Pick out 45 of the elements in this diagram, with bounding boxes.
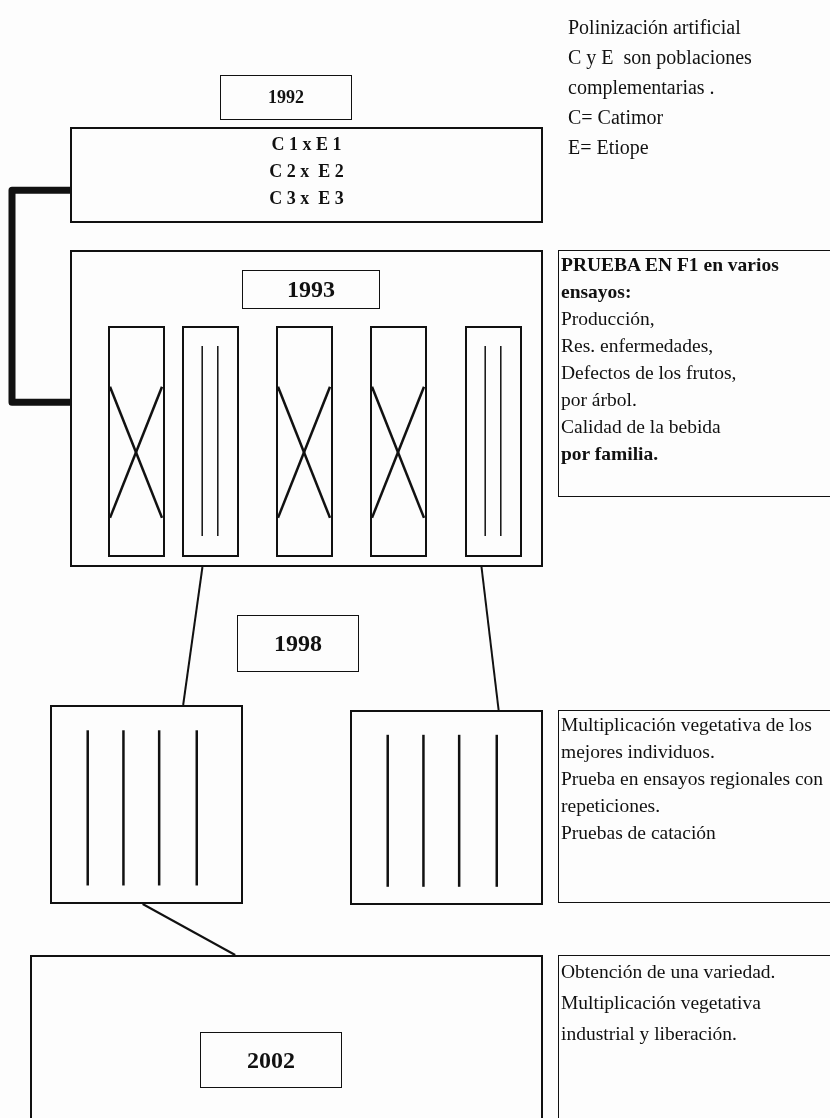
note-text: C= Catimor [568, 105, 665, 130]
connector-line [141, 903, 237, 956]
cross-text: C 3 x E 3 [269, 187, 344, 210]
plot-box [350, 710, 543, 905]
year-box [220, 75, 352, 120]
note-text: Multiplicación vegetativa industrial y liberación. [561, 991, 762, 1046]
note-text: Multiplicación vegetativa de los mejores individuos. [561, 713, 813, 764]
stage-box [70, 250, 543, 567]
plot-box [108, 326, 165, 557]
note-text: Calidad de la bebida [561, 415, 722, 439]
plot-box [182, 326, 239, 557]
note-text: por árbol. [561, 388, 638, 412]
note-text: Defectos de los frutos, [561, 361, 738, 385]
year-box [200, 1032, 342, 1088]
note-text: Res. enfermedades, [561, 334, 715, 358]
year-box [242, 270, 380, 309]
note-text: C y E son poblaciones [568, 45, 752, 71]
note-text: Pruebas de catación [561, 821, 717, 845]
connector-line [480, 566, 500, 711]
cross-text: C 1 x E 1 [271, 133, 342, 156]
connector-line [182, 566, 204, 706]
stage-box [30, 955, 543, 1118]
note-box [558, 250, 830, 497]
plot-box [370, 326, 427, 557]
cross-text: C 2 x E 2 [269, 160, 344, 183]
note-box [558, 955, 830, 1118]
year-label: 1993 [287, 276, 335, 303]
plot-box [276, 326, 333, 557]
year-label: 1992 [268, 87, 304, 108]
plot-box [50, 705, 243, 904]
note-text: por familia. [561, 442, 660, 466]
note-text: Producción, [561, 307, 656, 331]
plot-box [465, 326, 522, 557]
note-box [558, 710, 830, 903]
note-text: PRUEBA EN F1 en varios ensayos: [561, 253, 780, 304]
year-label: 2002 [247, 1046, 295, 1074]
note-text: E= Etiope [568, 135, 650, 161]
connector-line [8, 186, 70, 406]
year-label: 1998 [274, 630, 322, 657]
note-text: Prueba en ensayos regionales con repeticiones. [561, 767, 825, 818]
year-box [237, 615, 359, 672]
cross-box [70, 127, 543, 223]
note-text: complementarias . [568, 75, 716, 101]
note-text: Polinización artificial [568, 15, 742, 40]
note-text: Obtención de una variedad. [561, 960, 777, 984]
